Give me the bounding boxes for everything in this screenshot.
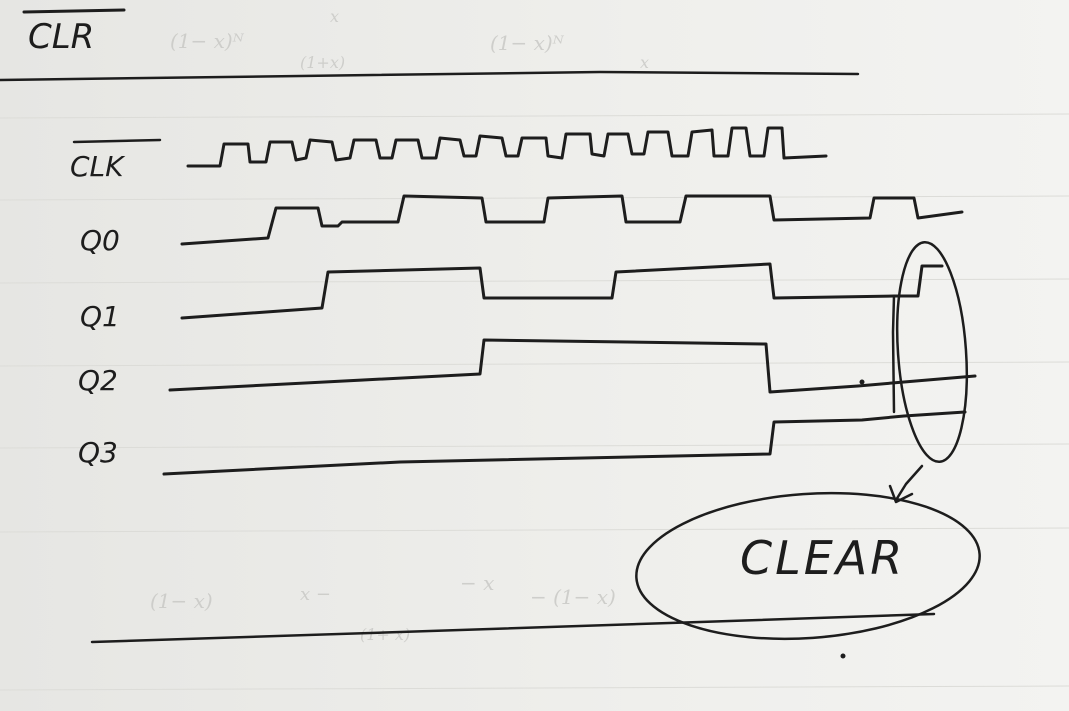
svg-text:− 𝑥: − 𝑥 (460, 571, 494, 595)
waveform-q1 (180, 262, 944, 320)
svg-text:𝑥 −: 𝑥 − (300, 584, 331, 605)
clear-region-ellipse (895, 240, 969, 464)
stray-dot (840, 653, 846, 659)
waveform-q2 (168, 338, 977, 394)
signal-labels: CLK Q0 Q1 Q2 Q3 (70, 138, 162, 469)
clk-overbar (72, 138, 162, 144)
waveform-clk (186, 126, 828, 168)
clear-ellipse (635, 491, 981, 641)
clear-marker-line (891, 294, 896, 414)
header-rule (0, 70, 860, 82)
label-q2: Q2 (78, 364, 118, 397)
svg-text:CLR: CLR (28, 17, 94, 57)
label-q3: Q3 (78, 436, 118, 469)
bottom-rule (90, 612, 936, 644)
svg-text:(1− 𝑥): (1− 𝑥) (150, 589, 213, 613)
label-q1: Q1 (80, 300, 120, 333)
svg-text:(1− 𝑥)ᴺ: (1− 𝑥)ᴺ (490, 31, 565, 55)
svg-text:(1+ 𝑥): (1+ 𝑥) (360, 625, 410, 644)
svg-text:− (1− 𝑥): − (1− 𝑥) (530, 585, 616, 609)
clear-annotation: CLEAR (635, 491, 981, 641)
svg-text:(1− 𝑥)ᴺ: (1− 𝑥)ᴺ (170, 29, 245, 53)
label-clk: CLK (70, 150, 126, 183)
bleed-through-marks: (1− 𝑥)ᴺ (1+𝑥) 𝑥 (1− 𝑥)ᴺ 𝑥 (1− 𝑥) 𝑥 − − 𝑥… (150, 7, 649, 644)
clear-text: CLEAR (740, 531, 905, 585)
ink-dot (859, 379, 865, 385)
svg-text:𝑥: 𝑥 (330, 7, 339, 26)
label-q0: Q0 (80, 224, 120, 257)
title-clr: CLR (22, 8, 126, 57)
waveform-q3 (162, 410, 967, 476)
waveform-q0 (180, 194, 964, 246)
ruled-lines (0, 113, 1069, 691)
svg-text:(1+𝑥): (1+𝑥) (300, 53, 345, 72)
arrow-to-clear (888, 464, 924, 504)
svg-text:𝑥: 𝑥 (640, 53, 649, 72)
